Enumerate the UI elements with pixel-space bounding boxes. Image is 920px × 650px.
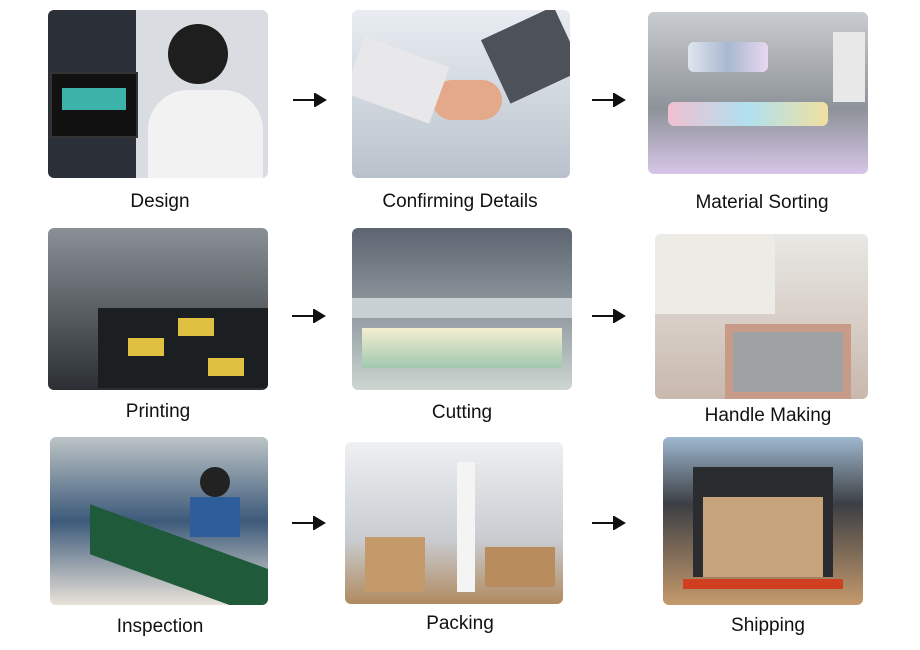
inspection-photo: [50, 437, 268, 605]
arrow-right-icon: [592, 309, 626, 323]
handle-frame: [725, 324, 851, 399]
boxes: [485, 547, 555, 587]
worker: [200, 467, 230, 497]
roll: [668, 102, 828, 126]
step-label-printing: Printing: [125, 401, 191, 422]
step-label-confirming-details: Confirming Details: [382, 191, 538, 212]
arrow-right-icon: [592, 516, 626, 530]
arrow-right-icon: [293, 93, 327, 107]
arrow-right-icon: [292, 516, 326, 530]
step-label-handle-making: Handle Making: [704, 405, 832, 426]
cutting-photo: [352, 228, 572, 390]
roll: [688, 42, 768, 72]
arrow-right-icon: [592, 93, 626, 107]
printed-item: [128, 338, 164, 356]
printed-item: [178, 318, 214, 336]
step-label-material-sorting: Material Sorting: [695, 192, 829, 213]
printed-item: [208, 358, 244, 376]
paper-stack: [362, 328, 562, 368]
shirt: [148, 90, 263, 178]
packing-photo: [345, 442, 563, 604]
pillar: [457, 462, 475, 592]
step-label-inspection: Inspection: [116, 616, 204, 637]
material-sorting-photo: [648, 12, 868, 174]
shipping-photo: [663, 437, 863, 605]
cargo-boxes: [703, 497, 823, 577]
printing-photo: [48, 228, 268, 390]
step-label-design: Design: [130, 191, 190, 212]
monitor: [50, 72, 138, 138]
arrow-right-icon: [292, 309, 326, 323]
handle-making-photo: [655, 234, 868, 399]
confirming-details-photo: [352, 10, 570, 178]
conveyor: [90, 504, 268, 605]
worker: [190, 497, 240, 537]
design-photo: [48, 10, 268, 178]
blade: [352, 298, 572, 318]
step-label-cutting: Cutting: [431, 402, 493, 423]
person: [168, 24, 228, 84]
truck-bumper: [683, 579, 843, 589]
sewing-machine: [655, 234, 775, 314]
step-label-shipping: Shipping: [731, 615, 805, 636]
step-label-packing: Packing: [426, 613, 494, 634]
boxes: [365, 537, 425, 592]
control-panel: [833, 32, 865, 102]
handshake: [432, 80, 502, 120]
